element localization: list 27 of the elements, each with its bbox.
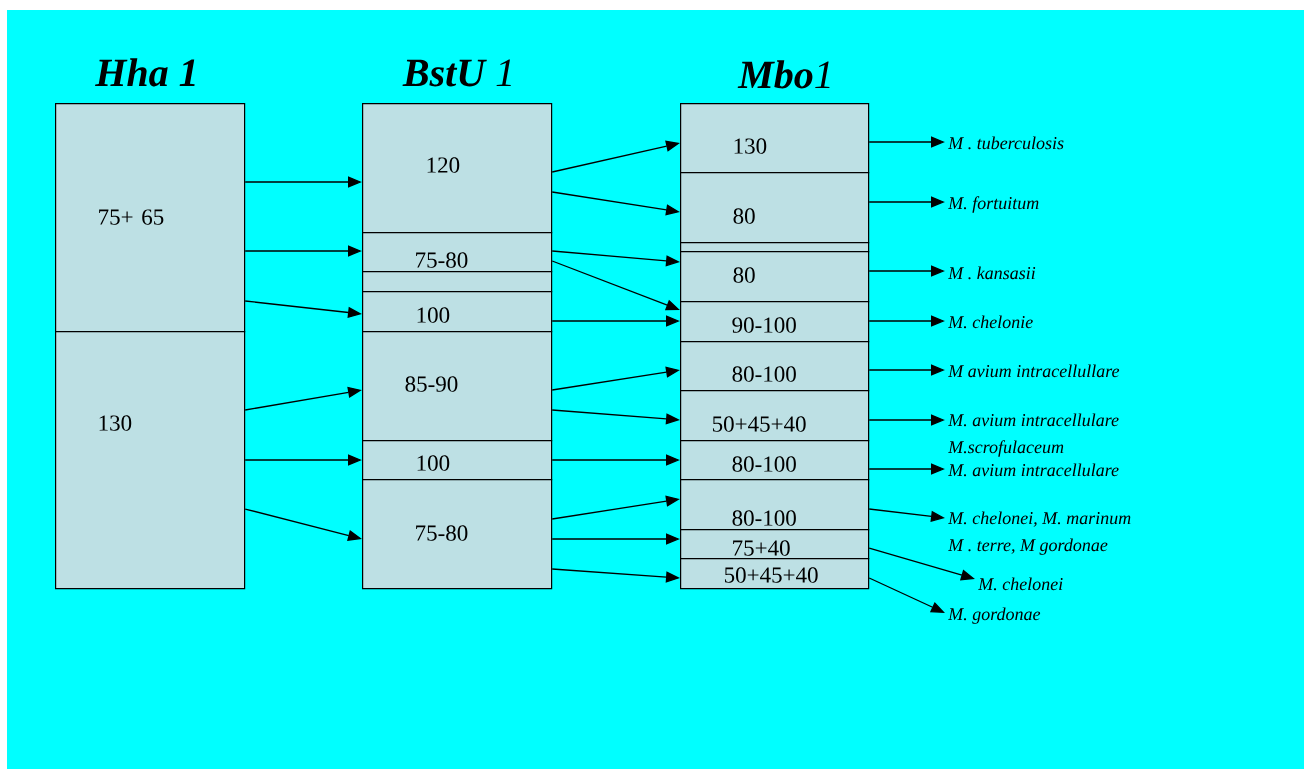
fragment-box: 100 xyxy=(362,440,553,481)
fragment-box: 75-80 xyxy=(362,232,553,273)
column-title: Mbo1 xyxy=(737,60,830,89)
fragment-box: 80-100 xyxy=(680,479,870,531)
species-label: M avium intracellullare xyxy=(948,364,1120,378)
arrow xyxy=(868,577,945,613)
species-label: M. chelonei xyxy=(978,577,1063,591)
fragment-box: 50+45+40 xyxy=(680,558,870,590)
fragment-box: 80-100 xyxy=(680,341,870,392)
species-label: M. gordonae xyxy=(948,607,1041,624)
empty-band-box xyxy=(362,271,553,293)
species-label: M. avium intracellulare xyxy=(948,463,1119,477)
fragment-box: 75+40 xyxy=(680,529,870,560)
species-label: M. chelonei, M. marinum M . terre, M gordonae xyxy=(948,511,1131,555)
fragment-box: 100 xyxy=(362,291,553,333)
fragment-box: 80-100 xyxy=(680,440,870,481)
species-label: M. avium intracellulare M.scrofulaceum xyxy=(948,413,1119,457)
fragment-box: 75+ 65 xyxy=(55,103,246,333)
fragment-box: 90-100 xyxy=(680,301,870,343)
species-label: M . kansasii xyxy=(948,266,1036,280)
species-label: M. fortuitum xyxy=(948,196,1039,213)
fragment-box: 130 xyxy=(55,331,246,590)
species-label: M. chelonie xyxy=(948,315,1033,329)
empty-band-box xyxy=(680,242,870,253)
fragment-box: 130 xyxy=(680,103,870,174)
species-label: M . tuberculosis xyxy=(948,136,1064,150)
fragment-box: 50+45+40 xyxy=(680,390,870,442)
